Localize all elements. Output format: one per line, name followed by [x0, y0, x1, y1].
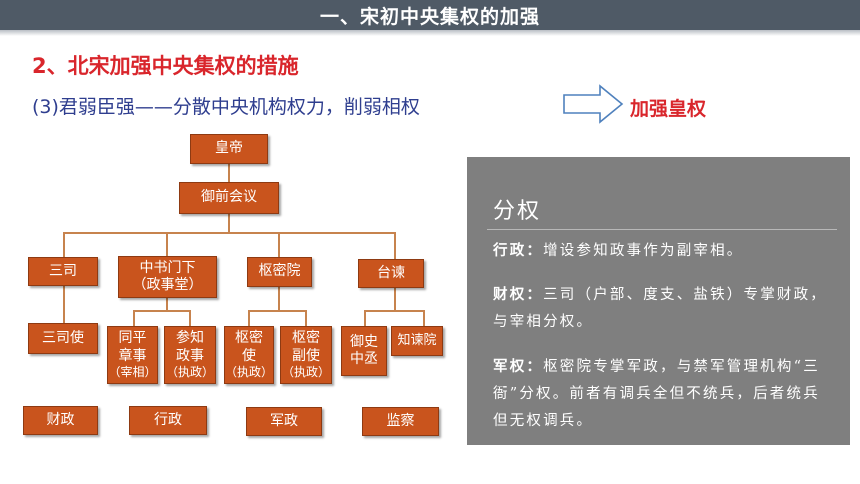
connector-line — [63, 232, 396, 234]
org-box-shumi-fushi: 枢密 副使 （执政） — [280, 326, 332, 384]
connector-line — [394, 288, 396, 311]
org-box-label: （政事堂） — [132, 277, 203, 293]
connector-line — [133, 310, 135, 326]
top-banner: 一、宋初中央集权的加强 — [0, 0, 860, 30]
org-box-sansi: 三司 — [28, 257, 98, 286]
connector-line — [394, 232, 396, 259]
org-box-shumiyuan: 枢密院 — [247, 257, 312, 287]
subtitle: (3)君弱臣强——分散中央机构权力，削弱相权 — [32, 96, 420, 118]
org-box-sansi-shi: 三司使 — [28, 323, 98, 354]
result-text: 加强皇权 — [630, 98, 707, 120]
org-box-label: 使 — [242, 347, 256, 364]
connector-line — [423, 310, 425, 326]
banner-title: 一、宋初中央集权的加强 — [319, 5, 540, 28]
org-box-label: 台谏 — [377, 264, 405, 281]
connector-line — [189, 310, 191, 326]
org-box-zhijianyuan: 知谏院 — [391, 326, 443, 356]
org-box-label: 枢密 — [292, 330, 320, 346]
org-box-label: （宰相） — [108, 365, 157, 379]
panel-finance-paragraph: 财权：三司（户部、度支、盐铁）专掌财政，与宰相分权。 — [493, 281, 829, 336]
connector-line — [228, 164, 230, 182]
info-panel: 分权 行政：增设参知政事作为副宰相。 财权：三司（户部、度支、盐铁）专掌财政，与… — [467, 157, 850, 445]
panel-finance-text: 三司（户部、度支、盐铁）专掌财政，与宰相分权。 — [493, 287, 828, 330]
connector-line — [364, 310, 366, 326]
category-label: 财政 — [46, 411, 75, 428]
connector-line — [305, 310, 307, 326]
org-box-label: 中书门下 — [139, 259, 196, 276]
org-box-shumi-shi: 枢密 使 （执政） — [224, 326, 274, 384]
panel-finance-label: 财权： — [493, 286, 544, 303]
org-box-zhongshu: 中书门下 （政事堂） — [118, 256, 217, 298]
org-box-label: 皇帝 — [215, 140, 243, 157]
category-label: 监察 — [386, 412, 415, 429]
category-admin: 行政 — [129, 406, 207, 435]
org-box-label: 三司使 — [42, 329, 84, 346]
org-box-label: 参知 — [176, 330, 204, 346]
category-label: 军政 — [270, 412, 298, 429]
connector-line — [63, 232, 65, 258]
org-box-label: 同平 — [118, 330, 147, 346]
category-supervision: 监察 — [362, 407, 439, 436]
org-box-emperor: 皇帝 — [190, 134, 268, 164]
connector-line — [248, 310, 307, 312]
org-box-tongping: 同平 章事 （宰相） — [107, 326, 158, 384]
org-box-label: 副使 — [292, 347, 320, 364]
panel-military-paragraph: 军权：枢密院专掌军政，与禁军管理机构“三衙”分权。前者有调兵全但不统兵，后者统兵… — [493, 353, 829, 435]
section-title: 2、北宋加强中央集权的措施 — [32, 54, 299, 78]
connector-line — [278, 287, 280, 311]
org-box-label: 知谏院 — [397, 332, 437, 348]
org-box-label: （执政） — [165, 365, 214, 379]
panel-military-label: 军权： — [493, 358, 544, 375]
category-military: 军政 — [246, 407, 322, 436]
panel-military-text: 枢密院专掌军政，与禁军管理机构“三衙”分权。前者有调兵全但不统兵，后者统兵但无权… — [493, 359, 820, 429]
org-box-label: 御前会议 — [201, 189, 257, 206]
org-box-taijian: 台谏 — [358, 259, 424, 288]
org-box-yushi: 御史 中丞 — [341, 326, 387, 376]
connector-line — [278, 232, 280, 257]
org-box-label: 三司 — [49, 262, 77, 279]
banner-shadow — [0, 30, 860, 36]
org-box-label: 政事 — [176, 347, 204, 364]
org-box-label: 枢密 — [235, 330, 263, 346]
org-box-canzhi: 参知 政事 （执政） — [164, 326, 216, 384]
org-box-council: 御前会议 — [179, 182, 279, 214]
connector-line — [248, 310, 250, 326]
panel-admin-text: 增设参知政事作为副宰相。 — [543, 243, 744, 259]
org-box-label: 枢密院 — [258, 263, 301, 280]
right-arrow-icon — [563, 84, 624, 124]
panel-admin-paragraph: 行政：增设参知政事作为副宰相。 — [493, 237, 829, 265]
connector-line — [364, 310, 424, 312]
connector-line — [166, 298, 168, 311]
category-finance: 财政 — [23, 406, 98, 435]
connector-line — [63, 286, 65, 323]
category-label: 行政 — [154, 411, 182, 428]
connector-line — [166, 232, 168, 257]
connector-line — [228, 214, 230, 232]
panel-divider — [487, 229, 837, 230]
panel-admin-label: 行政： — [493, 242, 544, 259]
connector-line — [133, 310, 190, 312]
org-box-label: 中丞 — [350, 351, 378, 367]
panel-heading: 分权 — [493, 199, 542, 224]
org-box-label: （执政） — [225, 365, 274, 379]
org-box-label: （执政） — [281, 365, 330, 379]
org-box-label: 御史 — [350, 333, 378, 350]
org-box-label: 章事 — [118, 347, 147, 364]
